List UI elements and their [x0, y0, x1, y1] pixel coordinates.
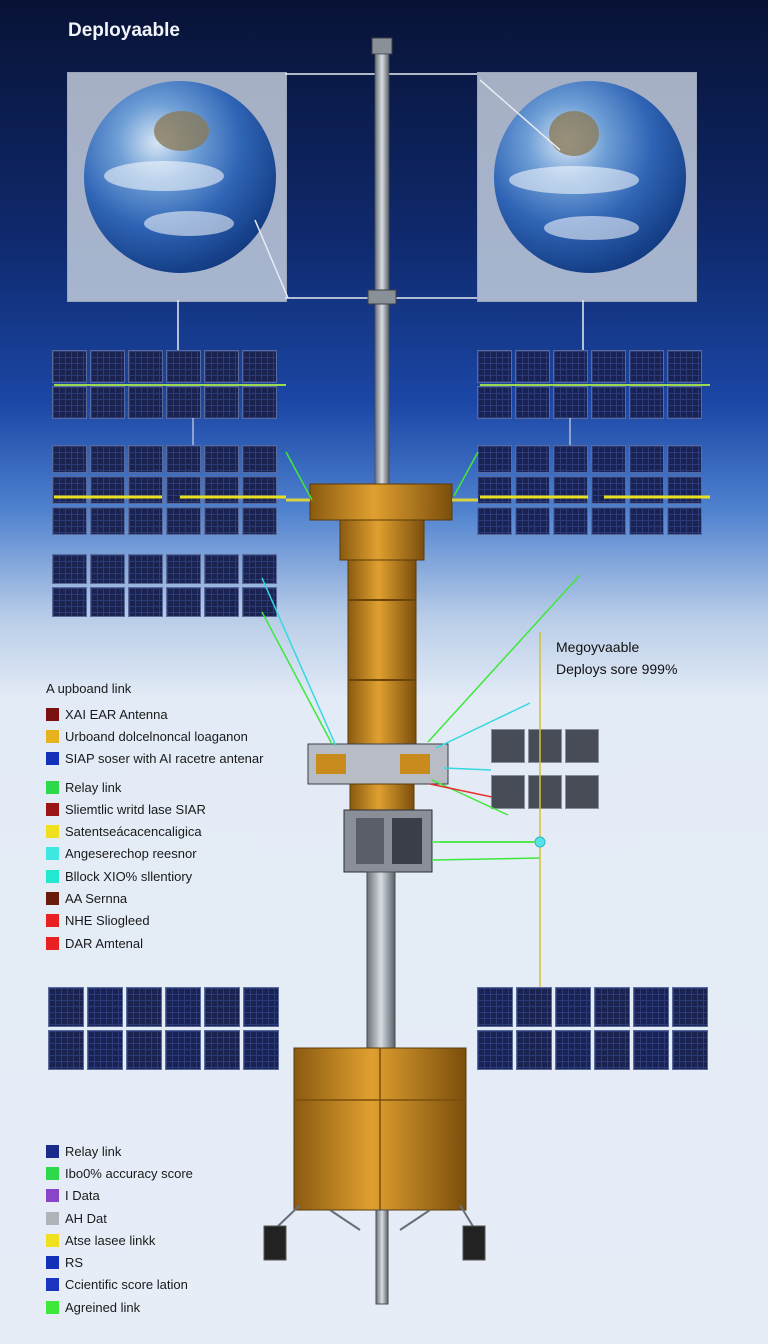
earth-panel-left [67, 72, 287, 302]
deployment-note: Megoyvaable Deploys sore 999% [556, 636, 677, 680]
legend-swatch [46, 892, 59, 906]
legend-swatch [46, 1189, 59, 1203]
link-line-red [429, 783, 493, 798]
legend-upper-header: A upboand link [46, 681, 132, 696]
legend-label: I Data [65, 1188, 100, 1204]
legend-label: NHE Sliogleed [65, 913, 150, 929]
legend-item: Satentseácacencaligica [46, 820, 263, 842]
legend-label: Relay link [65, 1143, 122, 1159]
legend-label: SIAP soser with AI racetre antenar [65, 751, 264, 767]
solar-array-upper-left [52, 350, 277, 419]
legend-swatch [46, 1256, 59, 1270]
solar-tie-lines [192, 418, 571, 445]
relay-node [534, 836, 546, 848]
note-line-1: Megoyvaable [556, 639, 640, 655]
solar-array-upper-right [477, 350, 702, 419]
legend-swatch [46, 936, 59, 950]
legend-upper: A upboand link XAI EAR Antenna Urboand d… [46, 681, 263, 954]
legend-label: AA Sernna [65, 891, 128, 907]
diagram-title: Deployaable [68, 20, 180, 41]
leg-pod-right [462, 1225, 486, 1261]
solar-array-low-left [52, 554, 277, 617]
legend-label: Satentseácacencaligica [65, 824, 202, 840]
relay-panel-lower [491, 775, 599, 809]
legend-swatch [46, 1211, 59, 1225]
legend-swatch [46, 825, 59, 839]
legend-label: Ccientific score lation [65, 1277, 188, 1293]
legend-item: Bllock XIO% sllentiory [46, 865, 263, 887]
legend-swatch [46, 707, 59, 721]
legend-label: Angeserechop reesnor [65, 846, 197, 862]
legend-item: Ccientific score lation [46, 1274, 193, 1296]
mast-top-cap [371, 37, 393, 55]
legend-item: NHE Sliogleed [46, 910, 263, 932]
legend-item: RS [46, 1251, 193, 1273]
legend-swatch [46, 1300, 59, 1314]
legend-swatch [46, 1278, 59, 1292]
legend-item: Relay link [46, 776, 263, 798]
legend-label: RS [65, 1255, 84, 1271]
legend-item: XAI EAR Antenna [46, 703, 263, 725]
legend-swatch [46, 802, 59, 816]
solar-array-mid-left [52, 445, 277, 535]
relay-panel-upper [491, 729, 599, 763]
legend-label: AH Dat [65, 1210, 107, 1226]
legend-item: Relay link [46, 1140, 193, 1162]
legend-item: Sliemtlic writd lase SIAR [46, 798, 263, 820]
legend-item: I Data [46, 1185, 193, 1207]
upper-mast [374, 53, 390, 485]
landing-legs [275, 1204, 475, 1231]
solar-array-mid-right [477, 445, 702, 535]
gold-cylinder-neck [339, 519, 425, 561]
gold-platform [309, 483, 453, 521]
legend-swatch [46, 1233, 59, 1247]
solar-array-bottom-right [477, 987, 708, 1070]
legend-label: Atse lasee linkk [65, 1232, 156, 1248]
legend-item: AA Sernna [46, 887, 263, 909]
legend-lower: Relay link Ibo0% accuracy score I Data A… [46, 1140, 193, 1318]
legend-label: Ibo0% accuracy score [65, 1165, 193, 1181]
legend-swatch [46, 869, 59, 883]
legend-label: Bllock XIO% sllentiory [65, 868, 193, 884]
earth-image-right [494, 81, 686, 273]
mast-joint [367, 289, 397, 305]
legend-swatch [46, 914, 59, 928]
legend-item: Atse lasee linkk [46, 1229, 193, 1251]
legend-label: Relay link [65, 779, 122, 795]
earth-image-left [84, 81, 276, 273]
legend-label: DAR Amtenal [65, 935, 144, 951]
legend-label: Urboand dolcelnoncal loaganon [65, 728, 248, 744]
bottom-probe [375, 1209, 389, 1305]
legend-swatch [46, 780, 59, 794]
legend-item: Angeserechop reesnor [46, 843, 263, 865]
gold-cylinder-lower [349, 783, 415, 811]
legend-item: SIAP soser with AI racetre antenar [46, 748, 263, 770]
legend-label: XAI EAR Antenna [65, 706, 168, 722]
legend-swatch [46, 847, 59, 861]
legend-label: Agreined link [65, 1299, 141, 1315]
legend-item: AH Dat [46, 1207, 193, 1229]
legend-item: Ibo0% accuracy score [46, 1162, 193, 1184]
legend-swatch [46, 1166, 59, 1180]
gold-cylinder [347, 559, 417, 751]
panel-yellow-strips [54, 384, 710, 499]
legend-swatch [46, 1144, 59, 1158]
legend-item: Agreined link [46, 1296, 193, 1318]
leg-pod-left [263, 1225, 287, 1261]
legend-swatch [46, 752, 59, 766]
note-line-2: Deploys sore 999% [556, 661, 678, 677]
solar-array-bottom-left [48, 987, 279, 1070]
legend-swatch [46, 729, 59, 743]
legend-label: Sliemtlic writd lase SIAR [65, 801, 206, 817]
legend-item: DAR Amtenal [46, 932, 263, 954]
legend-item: Urboand dolcelnoncal loaganon [46, 725, 263, 747]
link-lines-cyan [261, 577, 531, 771]
lower-mast [366, 871, 396, 1049]
